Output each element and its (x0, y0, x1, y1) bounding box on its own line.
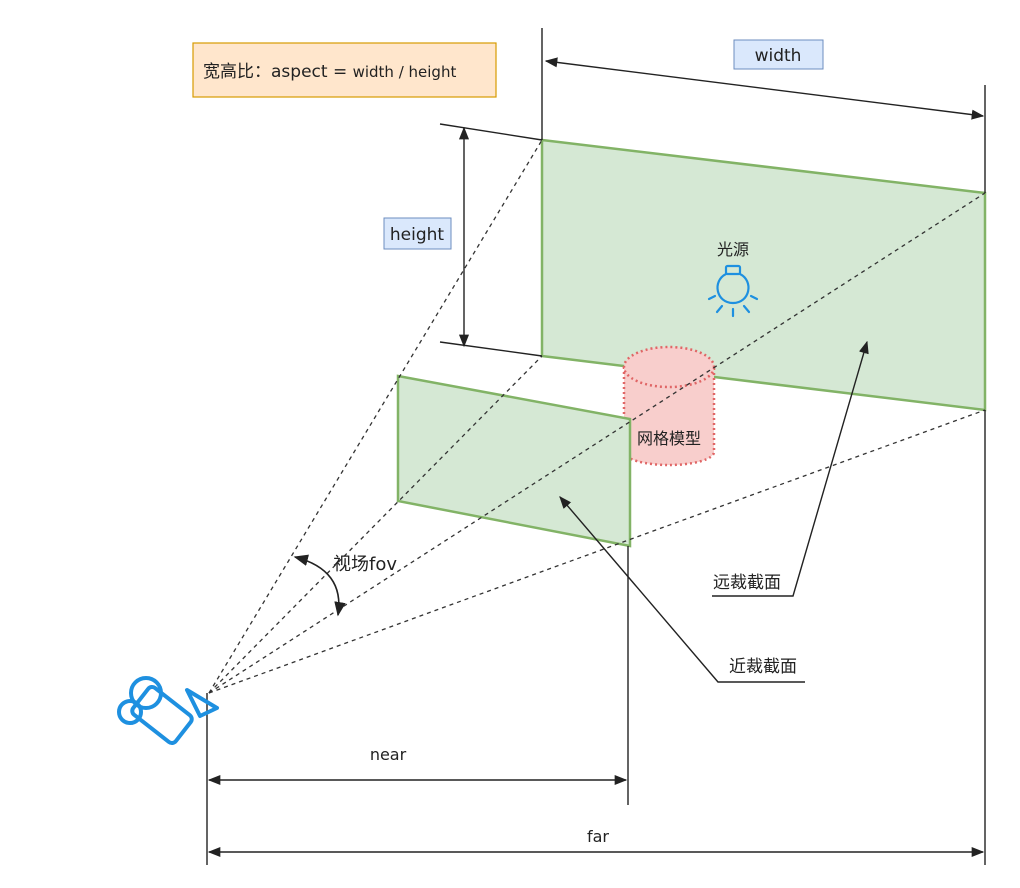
reference-lines (206, 28, 986, 865)
width-label-box: width (733, 39, 824, 70)
aspect-prefix: 宽高比： (203, 62, 271, 82)
aspect-formula-a: aspect = (271, 62, 353, 82)
svg-text:宽高比：aspect = width / height: 宽高比：aspect = width / height (203, 62, 456, 82)
far-clipping-plane (540, 138, 987, 412)
mesh-model-label: 网格模型 (637, 429, 701, 448)
height-label: height (390, 225, 445, 245)
near-label: near (370, 745, 407, 764)
fov-label: 视场fov (333, 554, 397, 575)
far-label: far (587, 827, 609, 846)
aspect-ratio-box: 宽高比：aspect = width / height (192, 42, 497, 98)
fov-angle-arrow (293, 554, 346, 617)
near-clipping-plane (396, 374, 632, 548)
light-bulb-icon (707, 264, 759, 318)
width-label: width (755, 46, 802, 66)
height-label-box: height (383, 217, 452, 250)
far-plane-callout-line (712, 340, 869, 597)
near-plane-label: 近裁截面 (729, 657, 797, 677)
aspect-formula-b: width / height (353, 63, 457, 81)
near-plane-callout-line (559, 496, 805, 683)
far-plane-label: 远裁截面 (713, 573, 781, 593)
width-dimension-arrow (544, 57, 985, 120)
video-camera-icon (117, 676, 219, 746)
light-source-label: 光源 (717, 240, 749, 259)
